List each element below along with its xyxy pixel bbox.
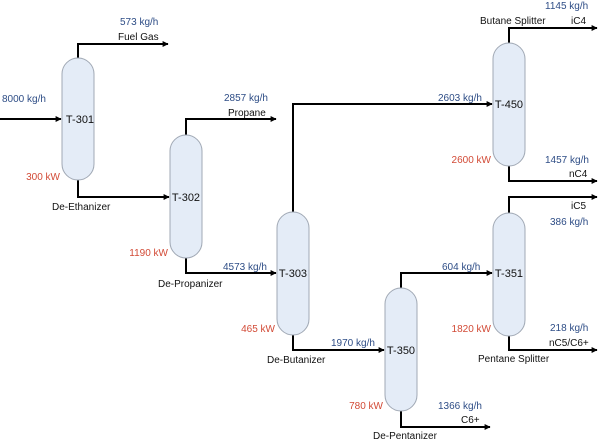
column-id-label: T-450 — [495, 99, 523, 111]
duty-t-450: 2600 kW — [452, 155, 492, 166]
column-t-351[interactable]: T-351 — [492, 212, 526, 337]
column-t-450[interactable]: T-450 — [492, 42, 526, 167]
stream-label-c6plus: C6+ — [461, 415, 480, 426]
flow-t303-overhead: 2603 kg/h — [438, 93, 482, 104]
stream-label-nc5-c6plus: nC5/C6+ — [549, 338, 589, 349]
column-id-label: T-303 — [279, 268, 307, 280]
column-id-label: T-302 — [172, 192, 200, 204]
column-vessel[interactable] — [61, 57, 95, 181]
column-name-de-propanizer: De-Propanizer — [158, 279, 223, 290]
column-vessel[interactable] — [492, 42, 526, 167]
column-t-302[interactable]: T-302 — [169, 134, 203, 259]
column-name-de-butanizer: De-Butanizer — [267, 355, 326, 366]
flow-fuel-gas: 573 kg/h — [120, 17, 158, 28]
flow-lines — [0, 25, 598, 430]
stream-ic5-line — [508, 194, 598, 213]
duty-t-351: 1820 kW — [452, 324, 492, 335]
column-id-label: T-350 — [387, 345, 415, 357]
duty-t-302: 1190 kW — [129, 248, 168, 259]
stream-label-propane: Propane — [228, 108, 266, 119]
stream-t303-bottoms-line — [292, 335, 385, 353]
column-t-303[interactable]: T-303 — [276, 211, 310, 336]
column-name-pentane-splitter: Pentane Splitter — [478, 354, 550, 365]
duty-t-301: 300 kW — [26, 172, 60, 183]
column-name-de-pentanizer: De-Pentanizer — [373, 431, 438, 442]
column-vessel[interactable] — [276, 211, 310, 336]
stream-ic4-line — [508, 25, 598, 43]
stream-nc4-line — [508, 166, 598, 184]
column-t-350[interactable]: T-350 — [384, 287, 418, 412]
flow-nc4: 1457 kg/h — [545, 155, 589, 166]
stream-fuel-gas-line — [77, 41, 169, 58]
stream-label-nc4: nC4 — [569, 169, 588, 180]
stream-label-ic5: iC5 — [571, 201, 586, 212]
duty-t-303: 465 kW — [241, 324, 275, 335]
duty-t-350: 780 kW — [349, 401, 383, 412]
stream-propane-line — [185, 116, 277, 135]
stream-t350-overhead-line — [400, 270, 493, 288]
column-name-butane-splitter: Butane Splitter — [480, 16, 546, 27]
column-id-label: T-351 — [495, 268, 523, 280]
column-vessel[interactable] — [492, 212, 526, 337]
flow-t302-bottoms: 4573 kg/h — [223, 262, 267, 273]
flow-ic4: 1145 kg/h — [545, 1, 588, 12]
stream-t301-bottoms-line — [77, 180, 170, 200]
flow-t350-overhead: 604 kg/h — [442, 262, 480, 273]
flow-t303-bottoms: 1970 kg/h — [331, 338, 375, 349]
column-vessel[interactable] — [384, 287, 418, 412]
flow-propane: 2857 kg/h — [224, 93, 268, 104]
column-t-301[interactable]: T-301 — [61, 57, 95, 181]
flow-ic5: 386 kg/h — [550, 217, 588, 228]
stream-t303-overhead-line — [292, 101, 493, 212]
stream-nc5-c6plus-line — [508, 336, 598, 353]
stream-c6plus-line — [400, 411, 491, 430]
flow-c6plus: 1366 kg/h — [438, 401, 482, 412]
flow-feed: 8000 kg/h — [2, 94, 46, 105]
flow-nc5-c6plus: 218 kg/h — [550, 323, 588, 334]
column-vessel[interactable] — [169, 134, 203, 259]
stream-t302-bottoms-line — [185, 258, 277, 276]
stream-label-ic4: iC4 — [571, 16, 586, 27]
column-id-label: T-301 — [66, 114, 94, 126]
stream-label-fuel-gas: Fuel Gas — [118, 32, 159, 43]
column-name-de-ethanizer: De-Ethanizer — [52, 202, 111, 213]
